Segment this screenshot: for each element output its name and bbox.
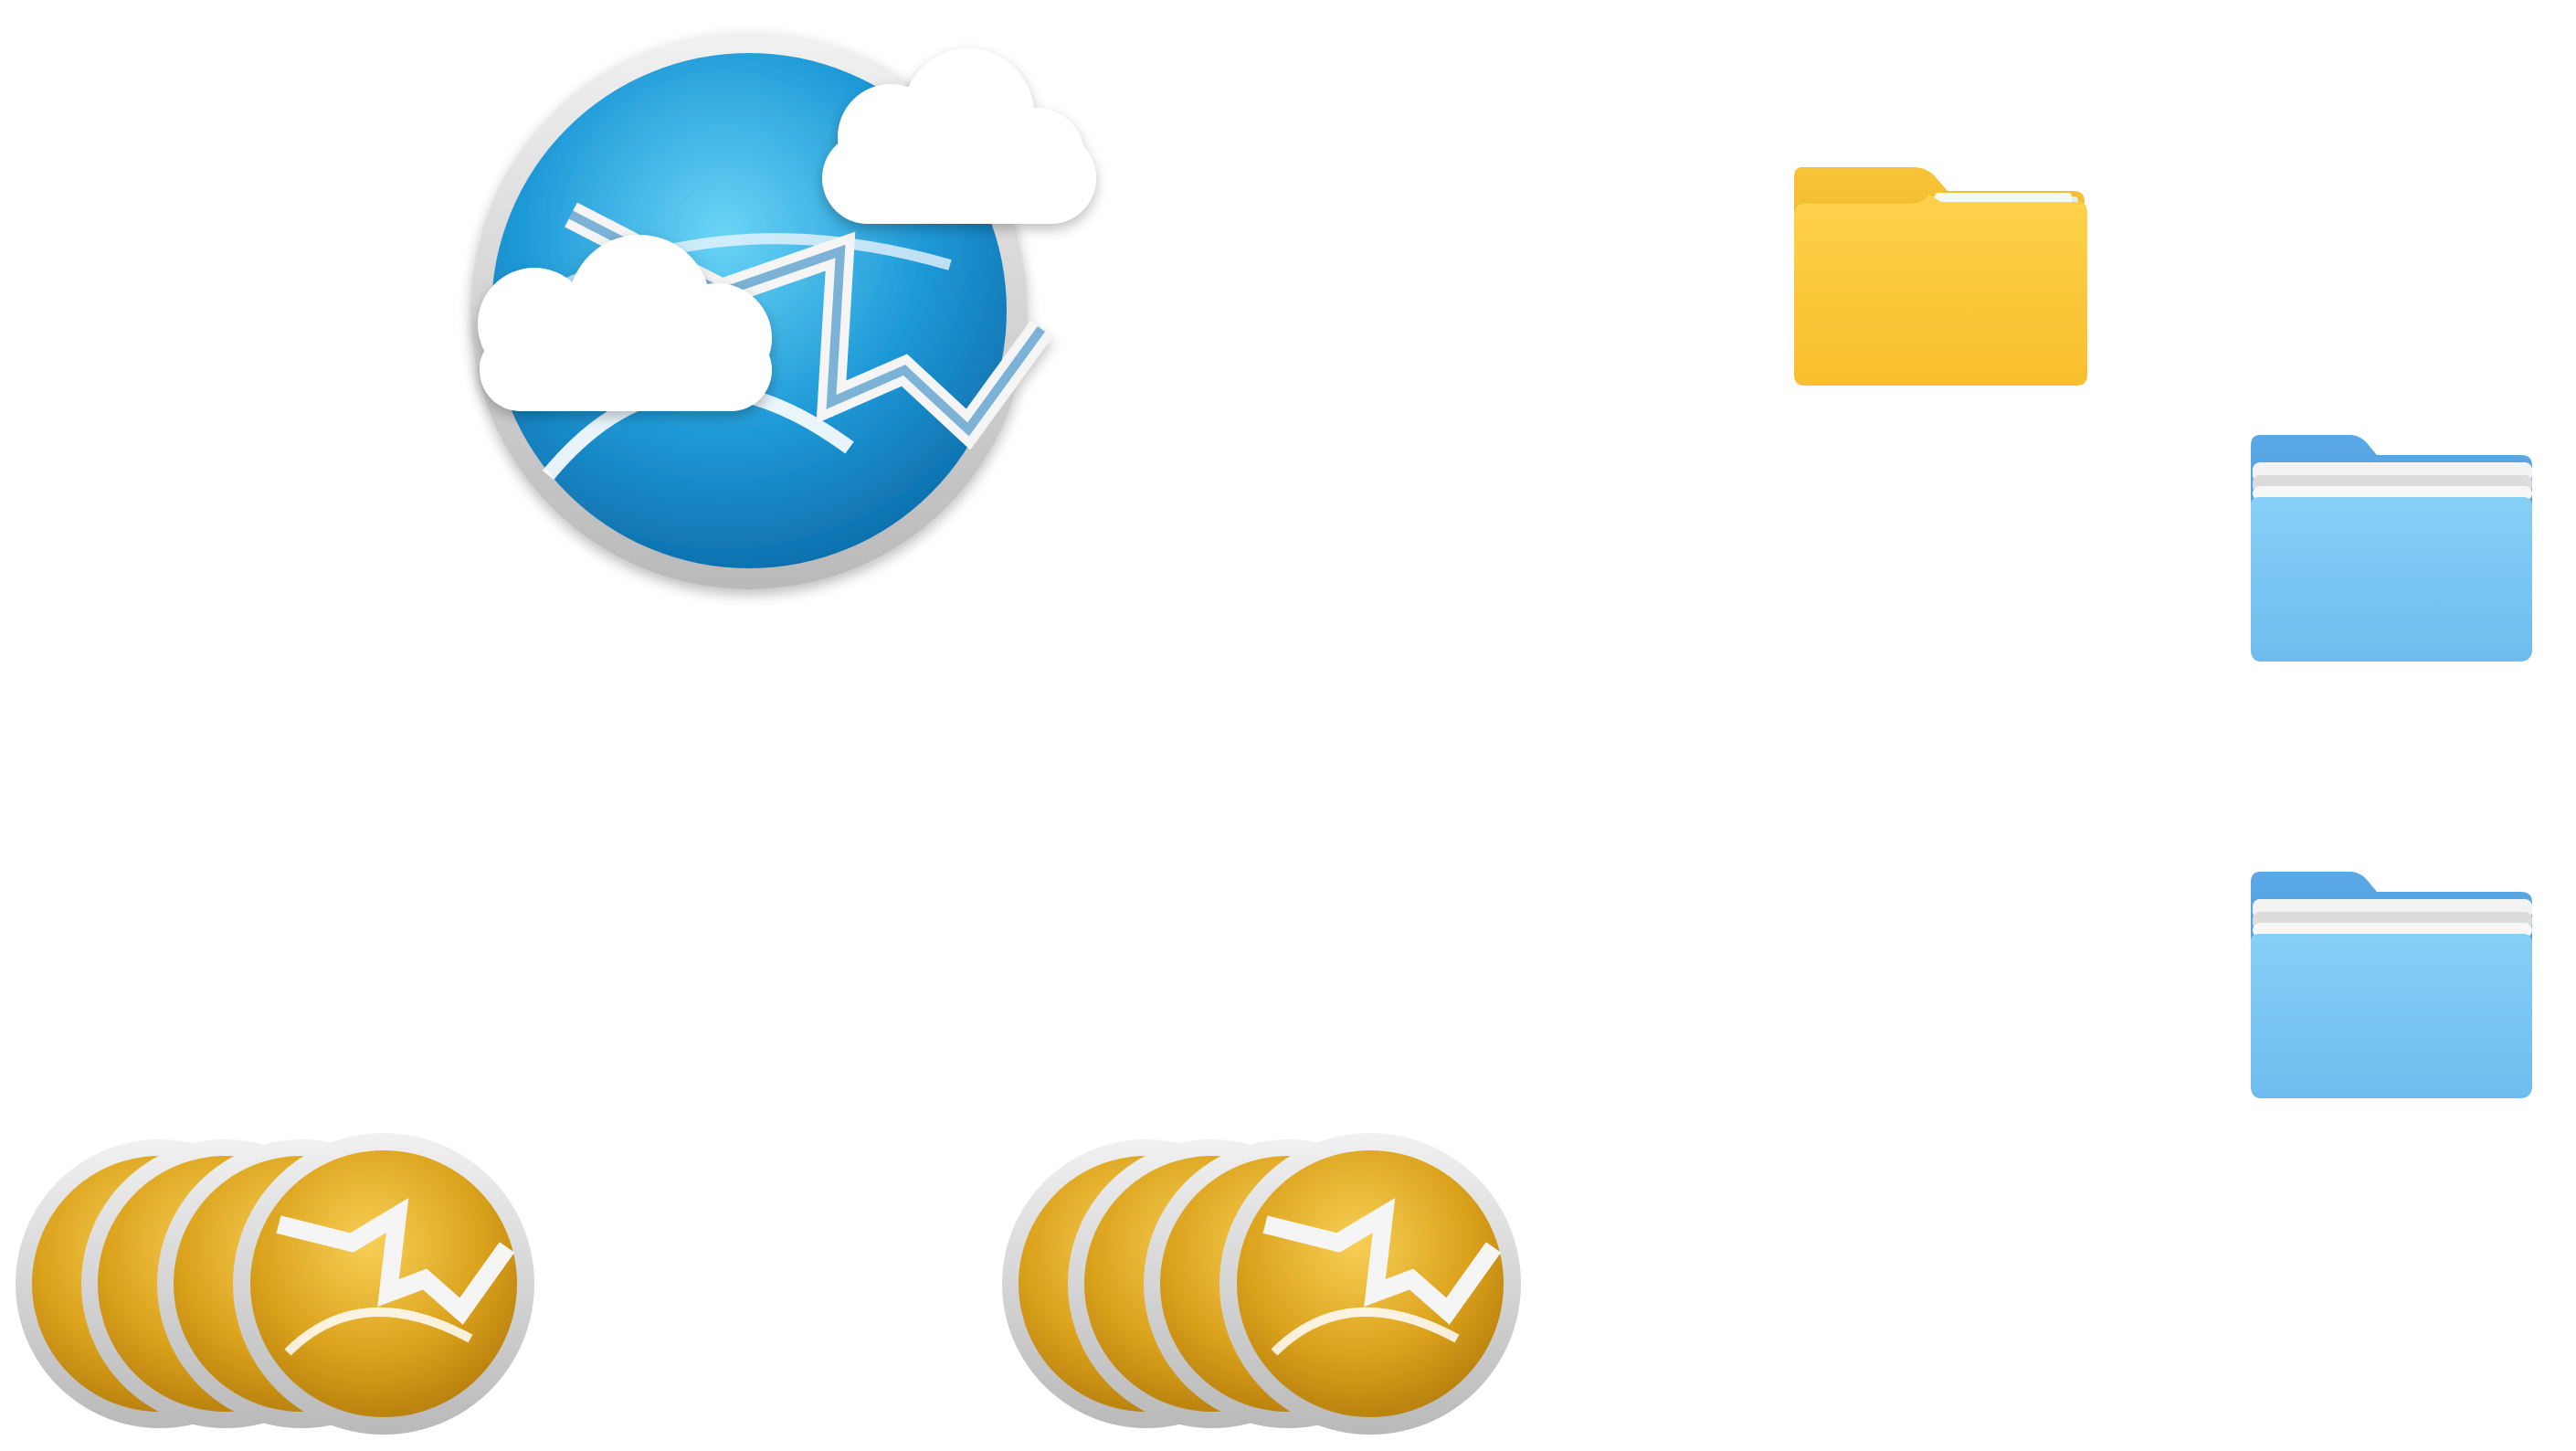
gold-coin-stack-icon-1[interactable] xyxy=(14,1124,544,1448)
cloud-globe-icon[interactable] xyxy=(292,18,1114,612)
gold-coin xyxy=(233,1133,534,1435)
yellow-folder-icon[interactable] xyxy=(1790,160,2092,393)
blue-folder-stack-icon-2[interactable] xyxy=(2247,866,2539,1108)
gold-coin-stack-icon-2[interactable] xyxy=(1000,1124,1530,1448)
blue-folder-stack-icon-1[interactable] xyxy=(2247,429,2539,672)
gold-coin xyxy=(1219,1133,1521,1435)
